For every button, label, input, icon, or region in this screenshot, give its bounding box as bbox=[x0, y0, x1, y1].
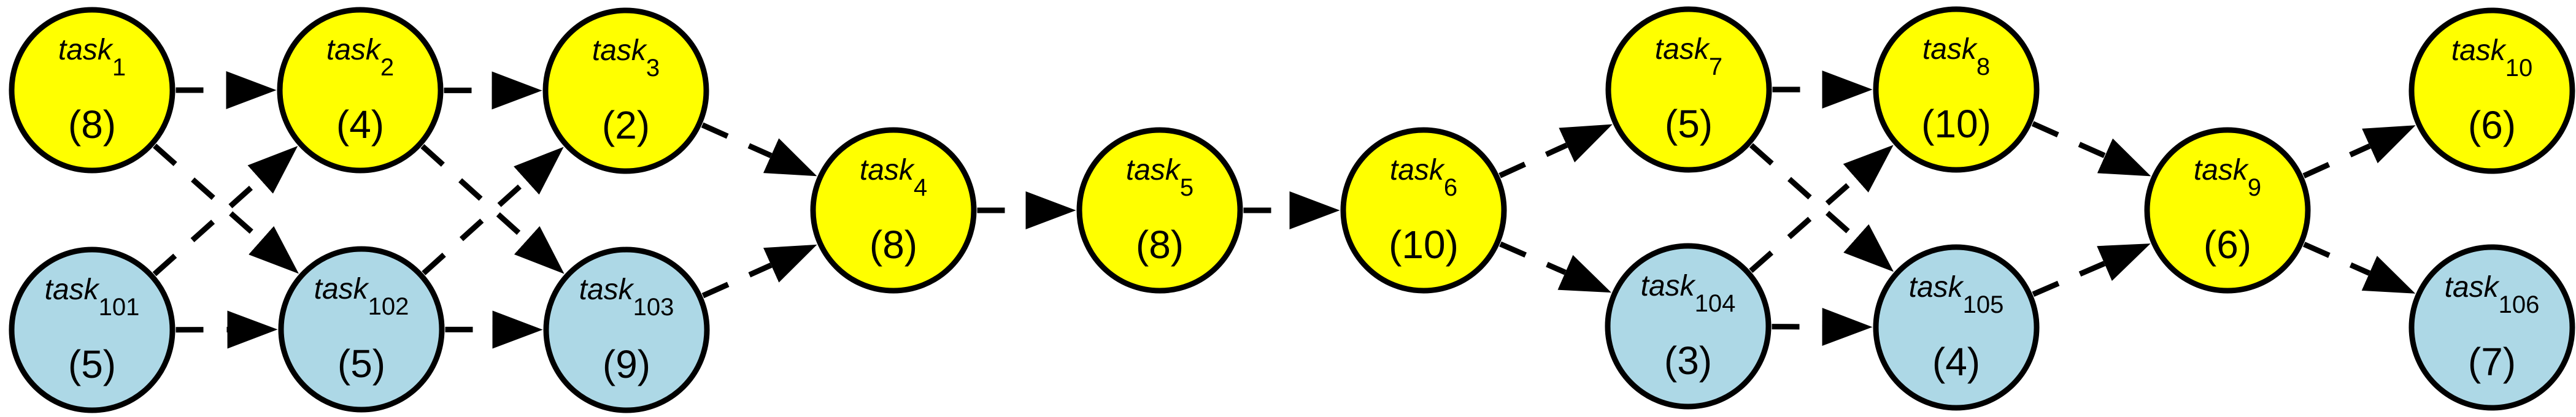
node-label-task_2: task2 bbox=[326, 34, 394, 81]
task-node-task_10: task10 (6) bbox=[2408, 7, 2575, 174]
edge-task_3-task_4 bbox=[701, 122, 817, 177]
node-weight-task_101: (5) bbox=[68, 342, 116, 386]
node-label-task_6: task6 bbox=[1390, 154, 1457, 201]
node-weight-task_3: (2) bbox=[602, 103, 650, 147]
task-node-task_2: task2 (4) bbox=[277, 7, 444, 174]
node-circle-task_8 bbox=[1873, 6, 2040, 173]
node-weight-task_7: (5) bbox=[1665, 102, 1713, 146]
node-circle-task_6 bbox=[1340, 127, 1507, 294]
node-weight-task_105: (4) bbox=[1932, 340, 1980, 384]
node-label-task_9: task9 bbox=[2194, 154, 2261, 201]
task-node-task_7: task7 (5) bbox=[1605, 6, 1772, 173]
node-weight-task_1: (8) bbox=[68, 102, 116, 147]
edge-task_9-task_10 bbox=[2302, 125, 2416, 178]
node-label-task_3: task3 bbox=[592, 34, 660, 82]
edge-task_105-task_9 bbox=[2032, 243, 2151, 297]
edge-task_6-task_104 bbox=[1499, 241, 1611, 293]
node-circle-task_106 bbox=[2408, 244, 2575, 411]
task-node-task_102: task102 (5) bbox=[278, 246, 445, 413]
edge-task_6-task_7 bbox=[1498, 124, 1613, 178]
node-label-task_7: task7 bbox=[1655, 33, 1722, 80]
node-weight-task_102: (5) bbox=[337, 342, 385, 386]
node-label-task_5: task5 bbox=[1126, 154, 1194, 201]
task-node-task_1: task1 (8) bbox=[9, 7, 175, 174]
node-weight-task_104: (3) bbox=[1664, 339, 1712, 383]
edge-task_102-task_3 bbox=[422, 147, 564, 275]
task-node-task_6: task6 (10) bbox=[1340, 127, 1507, 294]
node-label-task_8: task8 bbox=[1922, 33, 1990, 80]
node-label-task_105: task105 bbox=[1909, 271, 2004, 318]
node-label-task_1: task1 bbox=[58, 34, 126, 81]
node-label-task_10: task10 bbox=[2451, 34, 2533, 82]
node-weight-task_103: (9) bbox=[603, 342, 650, 386]
edge-task_9-task_106 bbox=[2302, 242, 2416, 294]
task-node-task_105: task105 (4) bbox=[1873, 244, 2040, 411]
node-circle-task_4 bbox=[810, 127, 977, 294]
task-node-task_103: task103 (9) bbox=[543, 247, 710, 413]
task-node-task_9: task9 (6) bbox=[2144, 127, 2311, 294]
node-circle-task_103 bbox=[543, 247, 710, 413]
node-weight-task_2: (4) bbox=[336, 102, 384, 147]
node-circle-task_3 bbox=[542, 7, 709, 174]
node-weight-task_10: (6) bbox=[2468, 103, 2516, 147]
node-circle-task_10 bbox=[2408, 7, 2575, 174]
edge-task_2-task_103 bbox=[420, 144, 565, 274]
task-node-task_5: task5 (8) bbox=[1076, 127, 1243, 294]
task-node-task_101: task101 (5) bbox=[9, 247, 175, 413]
task-node-task_3: task3 (2) bbox=[542, 7, 709, 174]
node-label-task_106: task106 bbox=[2445, 271, 2540, 318]
node-label-task_104: task104 bbox=[1641, 270, 1736, 317]
edge-task_7-task_105 bbox=[1749, 143, 1894, 272]
task-node-task_104: task104 (3) bbox=[1605, 243, 1772, 410]
node-label-task_101: task101 bbox=[45, 274, 140, 321]
edge-task_8-task_9 bbox=[2031, 121, 2151, 177]
edges-layer bbox=[152, 71, 2416, 349]
task-node-task_8: task8 (10) bbox=[1873, 6, 2040, 173]
nodes-layer: task1 (8) task2 (4) task3 (2) task4 (8) task5 (8)… bbox=[9, 6, 2575, 413]
node-weight-task_5: (8) bbox=[1136, 223, 1184, 267]
task-node-task_106: task106 (7) bbox=[2408, 244, 2575, 411]
node-circle-task_101 bbox=[9, 247, 175, 413]
node-circle-task_9 bbox=[2144, 127, 2311, 294]
node-circle-task_2 bbox=[277, 7, 444, 174]
node-circle-task_105 bbox=[1873, 244, 2040, 411]
node-circle-task_7 bbox=[1605, 6, 1772, 173]
node-weight-task_9: (6) bbox=[2204, 223, 2251, 267]
node-circle-task_104 bbox=[1605, 243, 1772, 410]
edge-task_103-task_4 bbox=[701, 244, 817, 299]
node-circle-task_1 bbox=[9, 7, 175, 174]
node-label-task_4: task4 bbox=[860, 154, 927, 201]
task-node-task_4: task4 (8) bbox=[810, 127, 977, 294]
node-weight-task_8: (10) bbox=[1921, 102, 1991, 146]
edge-task_101-task_2 bbox=[152, 146, 298, 277]
node-label-task_102: task102 bbox=[314, 273, 409, 320]
node-label-task_103: task103 bbox=[579, 274, 674, 321]
node-weight-task_4: (8) bbox=[870, 223, 917, 267]
edge-task_104-task_8 bbox=[1749, 145, 1894, 274]
edge-task_1-task_102 bbox=[153, 143, 299, 274]
node-circle-task_5 bbox=[1076, 127, 1243, 294]
node-weight-task_106: (7) bbox=[2468, 340, 2516, 384]
node-weight-task_6: (10) bbox=[1389, 223, 1459, 267]
node-circle-task_102 bbox=[278, 246, 445, 413]
